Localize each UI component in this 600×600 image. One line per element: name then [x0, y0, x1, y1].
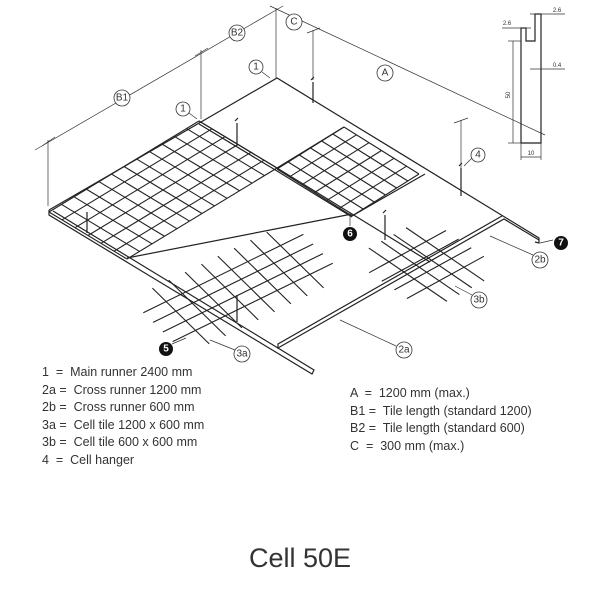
legend-item: B1 = Tile length (standard 1200) — [350, 403, 532, 418]
grid-bar — [143, 233, 304, 314]
svg-text:10: 10 — [528, 151, 535, 157]
grid-bar — [152, 287, 210, 345]
svg-text:5: 5 — [163, 344, 169, 355]
grid-bar — [201, 263, 259, 321]
cell-hanger-icon — [310, 76, 315, 103]
cell-hanger-icon — [234, 117, 239, 145]
cell-tile-3a — [143, 231, 333, 345]
svg-text:B1: B1 — [116, 93, 129, 104]
svg-text:6: 6 — [347, 229, 353, 240]
grid-bar — [113, 159, 265, 252]
grid-bar — [126, 167, 278, 260]
grid-bar — [100, 151, 252, 244]
grid-bar — [172, 262, 333, 343]
svg-text:1: 1 — [180, 104, 186, 115]
svg-text:A: A — [382, 68, 389, 79]
grid-bar — [184, 271, 243, 329]
callout-6: 6 — [343, 227, 357, 241]
callout-b2: B2 — [228, 24, 246, 42]
callout-5: 5 — [159, 342, 173, 356]
grid-bar — [168, 279, 226, 337]
grid-bar — [405, 227, 485, 282]
svg-text:2.6: 2.6 — [553, 8, 562, 14]
grid-bar — [394, 247, 472, 291]
grid-bar — [61, 128, 213, 221]
callout-1-top: 1 — [248, 59, 264, 75]
svg-text:7: 7 — [558, 238, 564, 249]
installed-tile-1200x600 — [48, 120, 278, 260]
installed-tile-600x600 — [276, 126, 420, 217]
grid-bar — [276, 126, 345, 170]
callout-b1: B1 — [113, 89, 131, 107]
svg-text:3b: 3b — [473, 295, 485, 306]
diagram-caption: Cell 50E — [248, 543, 352, 573]
grid-bar — [380, 240, 460, 296]
grid-bar — [339, 165, 407, 209]
svg-text:3a: 3a — [236, 349, 248, 360]
callout-4: 4 — [470, 147, 486, 163]
callout-1-left: 1 — [175, 101, 191, 117]
svg-text:4: 4 — [475, 150, 481, 161]
legend-item: 1 = Main runner 2400 mm — [42, 365, 193, 379]
grid-bar — [406, 255, 485, 299]
cell-hanger-icon — [382, 209, 387, 240]
profile-section: 2.6 2.6 0.4 50 10 — [502, 8, 565, 160]
grid-bar — [368, 230, 447, 274]
legend-item: 4 = Cell hanger — [42, 452, 135, 467]
grid-bar — [233, 247, 292, 305]
grid-bar — [393, 233, 473, 289]
grid-bar — [152, 243, 314, 323]
legend-item: C = 300 mm (max.) — [350, 438, 465, 453]
callout-2b: 2b — [531, 251, 549, 269]
grid-bar — [326, 157, 395, 201]
callout-3a: 3a — [233, 345, 251, 363]
ceiling-grids — [48, 120, 485, 345]
grid-bar — [162, 253, 324, 333]
grid-bar — [266, 231, 324, 289]
grid-bar — [250, 239, 308, 297]
grid-bar — [74, 136, 226, 229]
grid-bar — [368, 247, 448, 302]
svg-text:2.6: 2.6 — [503, 21, 512, 27]
callout-7: 7 — [554, 236, 568, 250]
legend-item: B2 = Tile length (standard 600) — [350, 421, 525, 435]
svg-text:50: 50 — [506, 91, 512, 98]
grid-bar — [301, 142, 370, 186]
grid-bar — [48, 120, 200, 213]
svg-text:1: 1 — [253, 62, 259, 73]
cell-tile-3b — [368, 227, 485, 302]
legend-item: 3a = Cell tile 1200 x 600 mm — [42, 417, 205, 432]
grid-bar — [314, 150, 382, 193]
legend-item: 2a = Cross runner 1200 mm — [42, 382, 202, 397]
svg-text:2a: 2a — [398, 345, 410, 356]
svg-text:0.4: 0.4 — [553, 63, 562, 69]
svg-text:2b: 2b — [534, 255, 546, 266]
grid-bar — [381, 238, 459, 282]
svg-text:C: C — [290, 17, 297, 28]
grid-bar — [351, 173, 420, 217]
legend-dimensions: A = 1200 mm (max.) B1 = Tile length (sta… — [350, 385, 532, 455]
callout-3b: 3b — [470, 291, 488, 309]
grid-bar — [87, 144, 239, 236]
cell-hangers — [86, 76, 463, 322]
callout-a: A — [376, 64, 394, 82]
svg-text:B2: B2 — [231, 28, 244, 39]
cell-hanger-icon — [458, 162, 463, 196]
callout-2a: 2a — [395, 341, 413, 359]
legend-components: 1 = Main runner 2400 mm 2a = Cross runne… — [42, 364, 204, 469]
legend-item: 3b = Cell tile 600 x 600 mm — [42, 435, 198, 449]
callout-c: C — [285, 13, 303, 31]
legend-item: 2b = Cross runner 600 mm — [42, 400, 195, 414]
grid-bar — [289, 134, 357, 178]
grid-bar — [217, 255, 275, 313]
leader-lines — [171, 71, 554, 351]
legend-item: A = 1200 mm (max.) — [350, 386, 470, 400]
